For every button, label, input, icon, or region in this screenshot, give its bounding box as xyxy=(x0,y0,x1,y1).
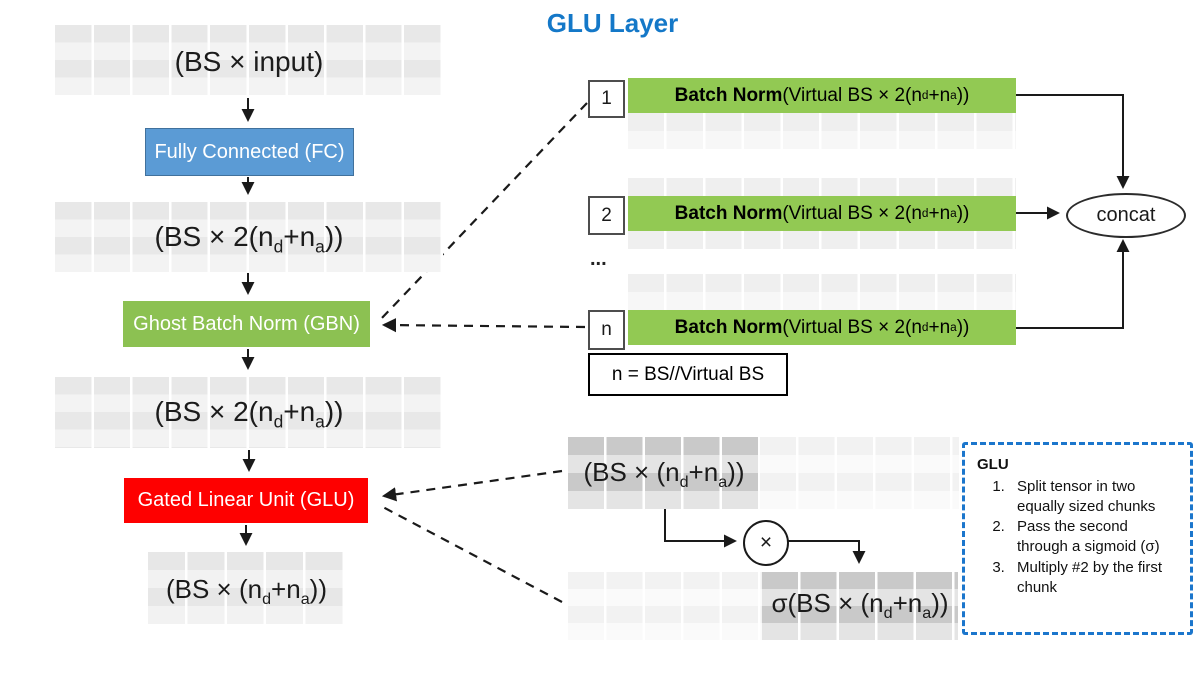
fully-connected-box: Fully Connected (FC) xyxy=(145,128,354,176)
n-formula-box: n = BS//Virtual BS xyxy=(588,353,788,396)
glu-info-steps: Split tensor in two equally sized chunks… xyxy=(975,477,1182,598)
second-chunk-grid xyxy=(760,437,959,509)
result-left-grid xyxy=(568,572,762,640)
units-ellipsis: ... xyxy=(590,248,607,270)
hidden-tensor-grid-1 xyxy=(55,202,443,272)
bn-grid-row xyxy=(628,131,1016,149)
glu-info-step: Split tensor in two equally sized chunks xyxy=(1009,477,1182,517)
diagram-title: GLU Layer xyxy=(546,8,679,38)
first-chunk-label: (BS × (nd+na)) xyxy=(583,457,745,492)
glu-info-step: Pass the second through a sigmoid (σ) xyxy=(1009,517,1182,557)
glu-info-box: GLU Split tensor in two equally sized ch… xyxy=(962,442,1193,635)
gated-linear-unit-box: Gated Linear Unit (GLU) xyxy=(124,478,368,523)
bn-unit-number-n: n xyxy=(588,310,625,350)
bn-grid-row xyxy=(628,292,1016,310)
sigmoid-chunk-label: σ(BS × (nd+na)) xyxy=(771,588,949,623)
ghost-batch-norm-box: Ghost Batch Norm (GBN) xyxy=(123,301,370,347)
bn-unit-number-1: 1 xyxy=(588,80,625,118)
output-tensor-grid xyxy=(148,552,345,624)
bn-grid-row xyxy=(628,231,1016,249)
multiply-node: × xyxy=(743,520,789,566)
bn-grid-row xyxy=(628,113,1016,131)
concat-node: concat xyxy=(1066,193,1186,238)
bn-grid-row xyxy=(628,178,1016,196)
bn-grid-row xyxy=(628,274,1016,292)
input-tensor-label: (BS × input) xyxy=(174,46,324,77)
glu-info-title: GLU xyxy=(977,456,1009,473)
output-tensor-label: (BS × (nd+na)) xyxy=(165,574,327,609)
input-tensor-grid xyxy=(55,25,443,95)
glu-info-step: Multiply #2 by the first chunk xyxy=(1009,558,1182,598)
hidden-tensor-grid-2 xyxy=(55,377,443,448)
hidden-tensor-label-2: (BS × 2(nd+na)) xyxy=(154,396,344,432)
result-sigmoid-grid xyxy=(762,572,958,640)
first-chunk-grid xyxy=(568,437,760,509)
bn-unit-number-2: 2 xyxy=(588,196,625,235)
hidden-tensor-label-1: (BS × 2(nd+na)) xyxy=(154,221,344,257)
